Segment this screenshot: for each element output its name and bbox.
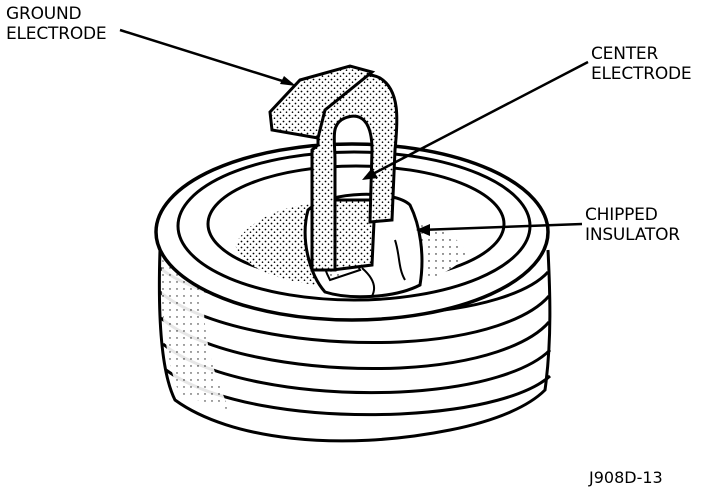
label-ground-electrode: GROUND ELECTRODE — [6, 4, 107, 44]
label-chipped-line1: CHIPPED — [585, 205, 658, 225]
insulator-crack — [361, 239, 406, 297]
leader-ground — [119, 28, 293, 86]
leader-center — [364, 60, 589, 180]
shell-shading — [161, 260, 230, 410]
leader-ground-arrow — [280, 76, 296, 86]
recess-shading-right — [410, 225, 466, 284]
label-center-electrode: CENTER ELECTRODE — [591, 44, 692, 84]
label-ground-line2: ELECTRODE — [6, 24, 107, 44]
leader-center-arrow — [362, 168, 378, 180]
leader-chipped-arrow — [416, 224, 430, 236]
label-center-line2: ELECTRODE — [591, 64, 692, 84]
center-electrode-shape — [330, 198, 377, 272]
label-ground-line1: GROUND — [6, 4, 82, 24]
figure-id: J908D-13 — [589, 468, 663, 487]
label-center-line1: CENTER — [591, 44, 659, 64]
ground-electrode-tip — [268, 64, 376, 140]
label-chipped-insulator: CHIPPED INSULATOR — [585, 205, 680, 245]
label-chipped-line2: INSULATOR — [585, 225, 680, 245]
leader-chipped — [419, 222, 583, 232]
